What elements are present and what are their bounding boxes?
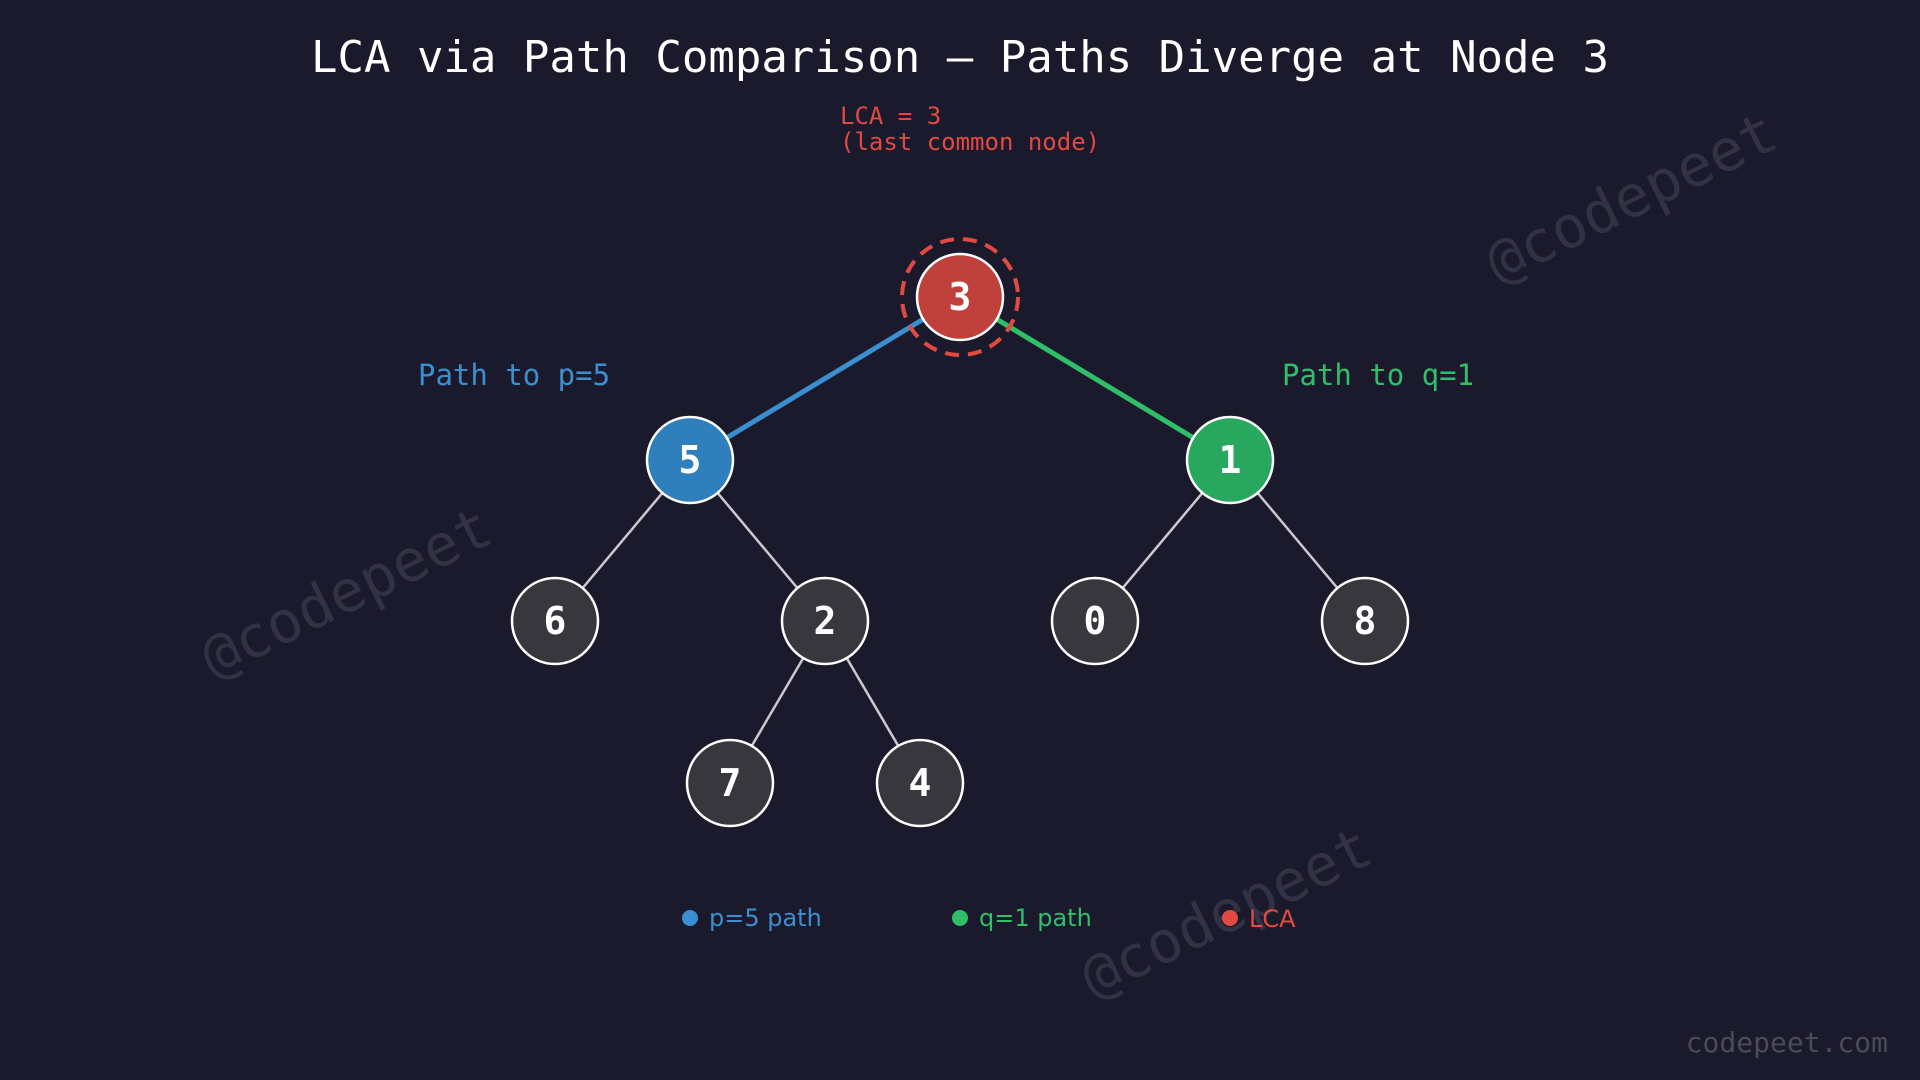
watermark-right: @codepeet — [1475, 98, 1787, 297]
tree-node-6: 6 — [510, 576, 600, 666]
watermark-left: @codepeet — [190, 493, 502, 692]
tree-node-8: 8 — [1320, 576, 1410, 666]
legend-lca-dot — [1222, 910, 1238, 926]
node-label: 7 — [719, 761, 742, 805]
legend: p=5 path q=1 path LCA — [682, 904, 1296, 933]
legend-q-label: q=1 path — [979, 904, 1092, 932]
tree-node-0: 0 — [1050, 576, 1140, 666]
node-label: 4 — [909, 761, 932, 805]
node-label: 8 — [1354, 599, 1377, 643]
tree-node-7: 7 — [685, 738, 775, 828]
node-label: 5 — [679, 438, 702, 482]
lca-note-line2: (last common node) — [840, 128, 1100, 156]
node-label: 6 — [544, 599, 567, 643]
tree-node-3: 3 — [915, 252, 1005, 342]
legend-lca-label: LCA — [1249, 905, 1296, 933]
path-label-q: Path to q=1 — [1282, 358, 1474, 392]
node-label: 2 — [814, 599, 837, 643]
tree-node-1: 1 — [1185, 415, 1275, 505]
node-label: 1 — [1219, 438, 1242, 482]
path-label-p: Path to p=5 — [418, 358, 610, 392]
edge-3-1 — [958, 294, 1232, 463]
node-label: 3 — [949, 275, 972, 319]
legend-q-dot — [952, 910, 968, 926]
diagram-title: LCA via Path Comparison — Paths Diverge … — [311, 32, 1609, 83]
legend-p-dot — [682, 910, 698, 926]
tree-node-4: 4 — [875, 738, 965, 828]
tree-node-5: 5 — [645, 415, 735, 505]
site-watermark: codepeet.com — [1686, 1026, 1888, 1059]
lca-highlight-ring — [900, 237, 1020, 357]
node-label: 0 — [1084, 599, 1107, 643]
edge-3-5 — [688, 294, 962, 463]
tree-node-2: 2 — [780, 576, 870, 666]
legend-p-label: p=5 path — [709, 904, 822, 932]
lca-note-line1: LCA = 3 — [840, 102, 941, 130]
